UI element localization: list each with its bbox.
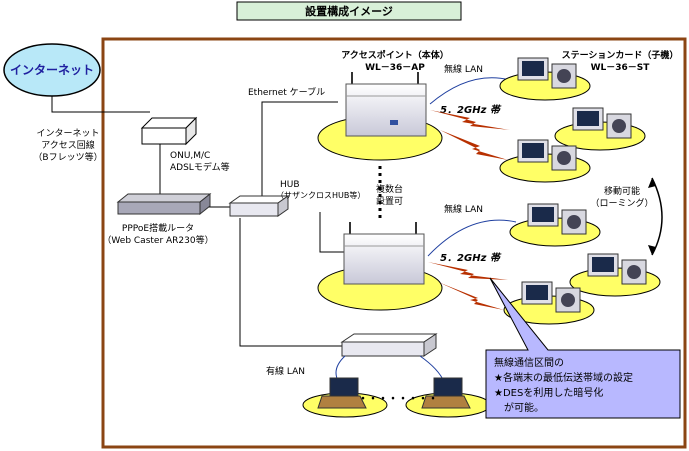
title-box — [236, 1, 462, 21]
multiple-label-1: 複数台 — [376, 183, 403, 195]
roaming-arrow-head-down-icon — [648, 245, 656, 255]
onu-modem-icon — [140, 116, 198, 146]
callout-box — [485, 277, 681, 419]
roaming-arrow-icon — [651, 177, 663, 256]
roaming-label-1: 移動可能 — [604, 185, 640, 197]
router-label-1: PPPoE搭載ルータ — [122, 222, 194, 234]
onu-label-2: ADSLモデム等 — [170, 161, 230, 173]
wireless-mid-label: 無線 LAN — [444, 203, 483, 215]
multiple-label-2: 設置可 — [376, 195, 403, 207]
hub-label-2: （サザンクロスHUB等） — [276, 190, 365, 200]
callout-line-2: ★各端末の最低伝送帯域の設定 — [494, 371, 633, 384]
callout-line-3: ★DESを利用した暗号化 — [494, 386, 603, 399]
wired-lan-label: 有線 LAN — [266, 365, 305, 377]
ap-label-1: アクセスポイント（本体） — [341, 49, 449, 61]
access-point-top-icon — [345, 72, 427, 137]
hub-icon — [228, 195, 290, 217]
callout-line-4: が可能。 — [494, 401, 544, 414]
cable-lines — [51, 96, 345, 347]
router-label-2: （Web Caster AR230等） — [102, 234, 213, 246]
access-line-label-2: アクセス回線 — [41, 139, 95, 151]
onu-label-1: ONU,M/C — [170, 151, 210, 161]
router-icon — [116, 192, 212, 216]
access-line-label-1: インターネット — [36, 128, 99, 139]
site-frame — [101, 37, 687, 449]
hub-label-1: HUB — [280, 180, 300, 190]
roaming-label-2: （ローミング） — [590, 197, 653, 209]
callout-line-1: 無線通信区間の — [494, 356, 564, 369]
wired-laptop-left-icon — [302, 377, 388, 418]
wired-laptop-right-icon — [405, 377, 491, 418]
station-label-2: WL－36－ST — [591, 63, 651, 73]
wired-hub-icon — [340, 333, 438, 357]
wireless-top-label: 無線 LAN — [444, 63, 483, 75]
wireless-arcs — [427, 77, 517, 257]
roaming-arrow-head-up-icon — [648, 178, 656, 188]
band-bottom-label: 5．2GHz 帯 — [440, 252, 502, 264]
station-label-1: ステーションカード（子機） — [562, 49, 679, 61]
ap-label-2: WL－36－AP — [365, 63, 425, 73]
lightning-icons — [428, 110, 510, 310]
ethernet-label: Ethernet ケーブル — [248, 86, 325, 98]
internet-label: インターネット — [10, 63, 94, 77]
access-line-label-3: （Bフレッツ等） — [33, 151, 102, 163]
diagram-title: 設置構成イメージ — [305, 4, 393, 18]
wired-dots: ・・・・・・・・ — [358, 394, 438, 405]
station-terminals — [499, 57, 661, 325]
access-point-bottom-icon — [343, 222, 425, 285]
band-top-label: 5．2GHz 帯 — [440, 104, 502, 116]
